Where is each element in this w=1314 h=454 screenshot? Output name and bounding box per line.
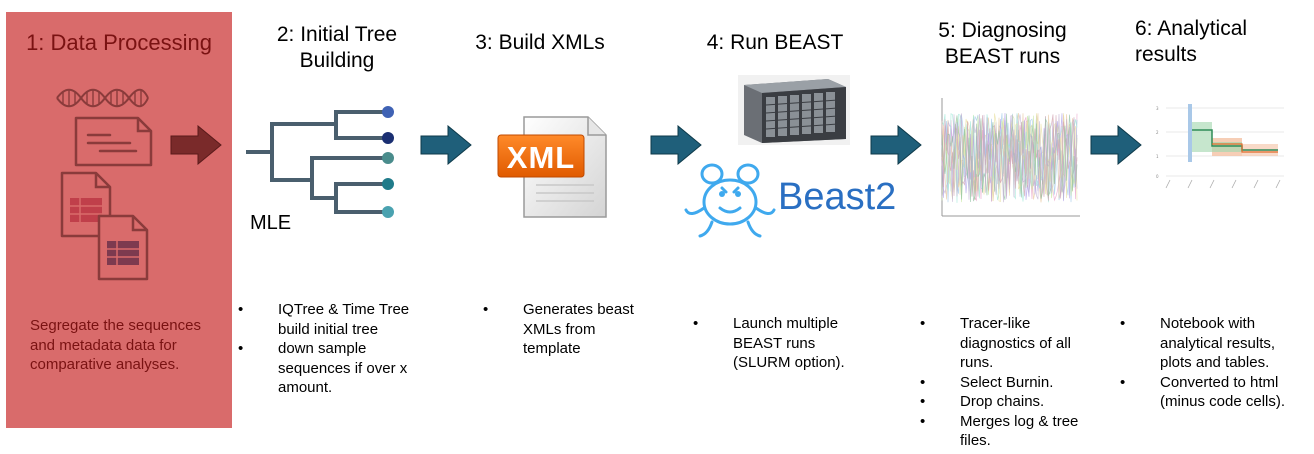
bullet-item: Select Burnin. <box>920 373 1095 393</box>
bullet-item: Tracer-like diagnostics of all runs. <box>920 314 1095 373</box>
step6-bullets: Notebook with analytical results, plots … <box>1120 314 1310 412</box>
dna-icon <box>56 88 149 108</box>
beast2-logo-text: Beast2 <box>778 176 897 218</box>
bullet-item: down sample sequences if over x amount. <box>238 339 418 398</box>
step1-description: Segregate the sequences and metadata dat… <box>30 317 201 373</box>
spreadsheet-icon <box>97 214 149 281</box>
tree-label: MLE <box>250 212 292 234</box>
step6-title: 6: Analytical results <box>1135 17 1248 66</box>
svg-text:0: 0 <box>1156 174 1159 179</box>
bullet-item: Generates beast XMLs from template <box>483 300 643 359</box>
beast-mascot-icon <box>684 163 776 238</box>
trace-plot-image <box>941 98 1080 217</box>
step5-title: 5: Diagnosing BEAST runs <box>938 19 1067 68</box>
bullet-item: Merges log & tree files. <box>920 412 1095 451</box>
step4-title: 4: Run BEAST <box>706 31 844 54</box>
svg-text:1: 1 <box>1156 154 1159 159</box>
bullet-item: Launch multiple BEAST runs (SLURM option… <box>693 314 873 373</box>
svg-text:2: 2 <box>1156 130 1159 135</box>
xml-label: XML <box>506 140 576 175</box>
spreadsheet-icon <box>60 171 112 238</box>
bullet-item: Notebook with analytical results, plots … <box>1120 314 1310 373</box>
step3-bullets: Generates beast XMLs from template <box>483 300 643 359</box>
step1-title: 1: Data Processing <box>26 30 212 55</box>
bullet-item: Drop chains. <box>920 392 1095 412</box>
step2-title: 2: Initial Tree Building <box>276 23 398 72</box>
arrow-right-icon <box>870 125 922 165</box>
results-plot-image: 3 2 1 0 <box>1156 104 1284 189</box>
document-icon <box>74 116 153 167</box>
arrow-right-icon <box>420 125 472 165</box>
xml-file-icon <box>497 116 607 218</box>
svg-text:3: 3 <box>1156 106 1159 111</box>
step5-bullets: Tracer-like diagnostics of all runs. Sel… <box>920 314 1095 451</box>
arrow-right-icon <box>1090 125 1142 165</box>
step2-bullets: IQTree & Time Tree build initial tree do… <box>238 300 418 398</box>
bullet-item: IQTree & Time Tree build initial tree <box>238 300 418 339</box>
arrow-right-icon <box>170 125 222 165</box>
phylogenetic-tree-icon <box>246 106 394 218</box>
trace-line <box>941 113 1078 203</box>
step4-bullets: Launch multiple BEAST runs (SLURM option… <box>693 314 873 373</box>
server-rack-icon <box>738 75 850 145</box>
step3-title: 3: Build XMLs <box>475 31 605 54</box>
arrow-right-icon <box>650 125 702 165</box>
bullet-item: Converted to html (minus code cells). <box>1120 373 1310 412</box>
trace-line <box>941 113 1078 203</box>
trace-line <box>941 113 1078 203</box>
